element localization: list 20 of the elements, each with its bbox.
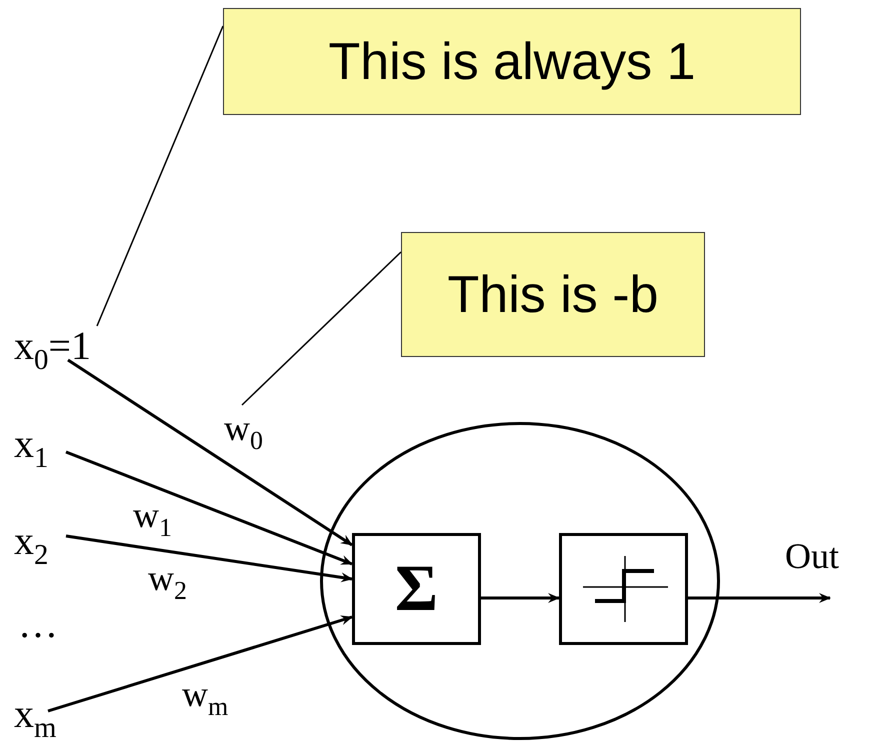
- callout-box: [223, 8, 801, 115]
- arrow: [48, 615, 353, 712]
- arrow: [65, 450, 353, 566]
- callout-text: This is always 1: [328, 32, 696, 92]
- arrow: [688, 593, 831, 603]
- arrow: [66, 534, 353, 582]
- activation-box: [559, 533, 688, 645]
- leader-line: [96, 26, 224, 326]
- callout-text: This is -b: [448, 264, 658, 324]
- input-label: x$_{m}$: [14, 691, 56, 736]
- leader-line: [241, 251, 402, 406]
- input-label: x$_{1}$: [14, 421, 48, 466]
- ellipsis-text: …: [18, 604, 58, 644]
- arrow: [67, 358, 353, 546]
- input-label: x$_{2}$: [14, 518, 48, 563]
- sigma-symbol: Σ: [394, 556, 438, 622]
- arrow: [481, 593, 560, 603]
- input-label: x$_{0}$=1: [14, 323, 91, 368]
- callout-box: [401, 232, 705, 357]
- summation-box: [352, 533, 481, 645]
